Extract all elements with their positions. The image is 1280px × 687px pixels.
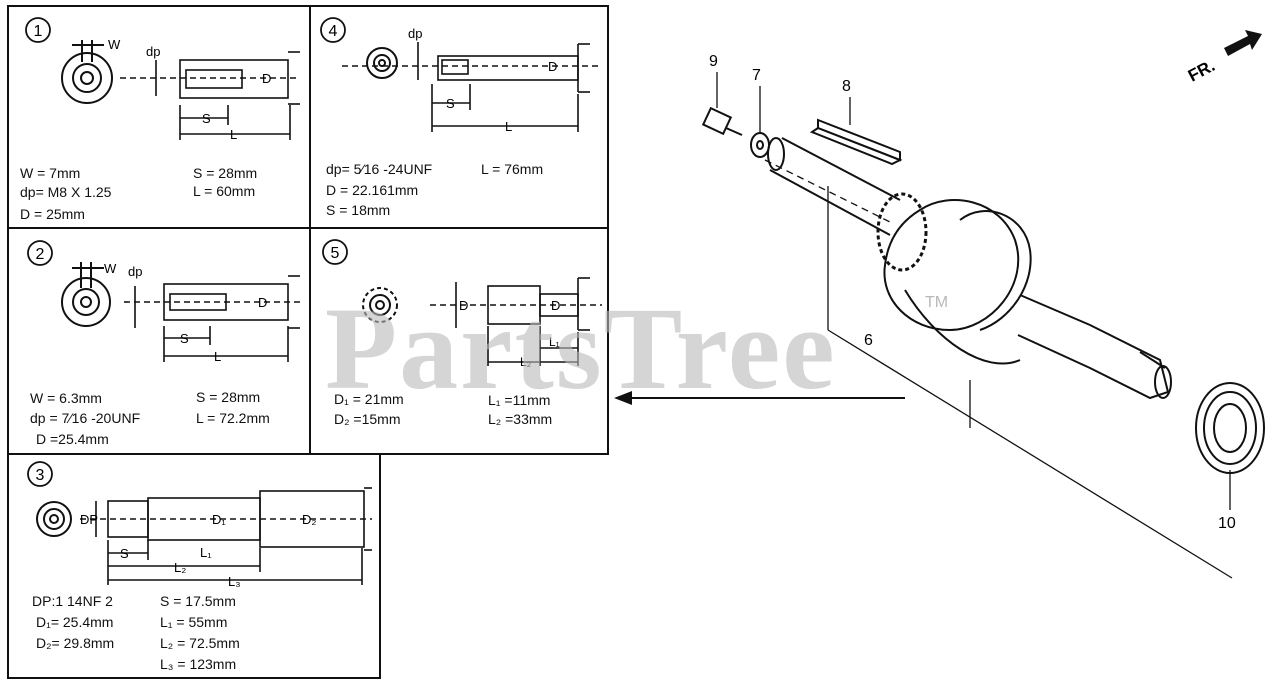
panel-1-d-label: D <box>262 71 271 86</box>
panel-5: 5 D D L₁ L₂ <box>322 239 602 369</box>
panel-3-d1-label: D₁ <box>212 512 226 527</box>
panel-3: 3 DP D₁ D₂ S L₁ L₂ L₃ <box>27 461 372 589</box>
panel-5-l1-label: L₁ <box>549 335 560 349</box>
panel-4-spec-s: S = 18mm <box>326 202 391 218</box>
panel-4-d-label: D <box>548 59 557 74</box>
panel-2-d-label: D <box>258 295 267 310</box>
pointer-arrow <box>614 391 905 405</box>
panel-1-badge: 1 <box>25 17 51 43</box>
callout-8: 8 <box>842 78 851 95</box>
front-direction-arrow: FR. <box>1185 30 1262 86</box>
panel-5-d1-label: D <box>459 298 468 313</box>
panel-5-shaft-side-view <box>430 277 602 366</box>
svg-text:3: 3 <box>36 467 45 484</box>
panel-4-badge: 4 <box>320 17 346 43</box>
panel-2-s-label: S <box>180 331 189 346</box>
panel-2-spec-dp: dp = 7⁄16 -20UNF <box>30 410 141 426</box>
panel-2-spec-l: L = 72.2mm <box>196 410 270 426</box>
panel-4-spec-dp: dp= 5⁄16 -24UNF <box>326 161 433 177</box>
callout-10: 10 <box>1218 515 1236 532</box>
svg-text:PartsTree: PartsTree <box>325 283 837 414</box>
panel-2-shaft-end-view <box>61 262 111 327</box>
panel-5-spec-l1: L₁ =11mm <box>488 392 551 408</box>
panel-2-spec-w: W = 6.3mm <box>30 390 102 406</box>
panel-3-l2-label: L₂ <box>174 560 186 575</box>
panel-1-spec-s: S = 28mm <box>193 165 258 181</box>
svg-text:4: 4 <box>329 23 338 40</box>
svg-text:1: 1 <box>34 23 43 40</box>
panel-2-spec-d: D =25.4mm <box>36 431 109 447</box>
svg-text:TM: TM <box>925 294 948 311</box>
panel-3-badge: 3 <box>27 461 53 487</box>
panel-1-s-label: S <box>202 111 211 126</box>
panel-3-shaft-end-view <box>36 501 72 537</box>
panel-5-spec-d2: D₂ =15mm <box>334 411 401 427</box>
panel-3-spec-s: S = 17.5mm <box>160 593 236 609</box>
panel-4-spec-l: L = 76mm <box>481 161 544 177</box>
panel-5-d2-label: D <box>551 298 560 313</box>
panel-4-shaft-side-view <box>342 42 600 132</box>
svg-text:5: 5 <box>331 245 340 262</box>
panel-1-shaft-side-view <box>120 51 300 140</box>
panel-4-s-label: S <box>446 96 455 111</box>
callout-6: 6 <box>864 332 873 349</box>
panel-3-spec-l1: L₁ = 55mm <box>160 614 228 630</box>
panel-2: 2 W dp S L D <box>27 240 302 364</box>
panel-5-spline-end-view <box>362 287 398 323</box>
panel-1-w-label: W <box>108 37 121 52</box>
panel-2-spec-s: S = 28mm <box>196 389 261 405</box>
panel-1-l-label: L <box>230 127 237 142</box>
panel-3-spec-l3: L₃ = 123mm <box>160 656 237 672</box>
panel-3-spec-d2: D₂= 29.8mm <box>36 635 115 651</box>
panel-3-dp-label: DP <box>80 512 98 527</box>
part-callouts: 9 7 8 6 10 <box>709 53 1236 532</box>
partstree-watermark: PartsTree TM <box>325 283 948 414</box>
callout-9: 9 <box>709 53 718 70</box>
panel-5-badge: 5 <box>322 239 348 265</box>
panel-5-spec-d1: D₁ = 21mm <box>334 391 404 407</box>
panel-1-spec-d: D = 25mm <box>20 206 85 222</box>
panel-1-spec-l: L = 60mm <box>193 183 256 199</box>
panel-4-spec-d: D = 22.161mm <box>326 182 419 198</box>
panel-2-badge: 2 <box>27 240 53 266</box>
panel-3-spec-d1: D₁= 25.4mm <box>36 614 114 630</box>
panel-4-dp-label: dp <box>408 26 422 41</box>
svg-text:2: 2 <box>36 246 45 263</box>
panel-1-spec-w: W = 7mm <box>20 165 81 181</box>
panel-2-w-label: W <box>104 261 117 276</box>
callout-7: 7 <box>752 67 761 84</box>
panel-3-l3-label: L₃ <box>228 574 241 589</box>
panel-1: 1 W dp S L D <box>25 17 300 142</box>
panel-3-s-label: S <box>120 546 129 561</box>
panel-4: 4 dp S L D <box>320 17 600 134</box>
panel-2-dp-label: dp <box>128 264 142 279</box>
panel-1-shaft-end-view <box>61 40 113 104</box>
panel-5-l2-label: L₂ <box>520 355 532 369</box>
panel-4-shaft-end-view <box>366 47 398 79</box>
panel-3-d2-label: D₂ <box>302 512 316 527</box>
panel-3-l1-label: L₁ <box>200 545 212 560</box>
panel-1-spec-dp: dp= M8 X 1.25 <box>20 184 112 200</box>
svg-text:FR.: FR. <box>1185 56 1218 86</box>
panel-4-l-label: L <box>505 119 512 134</box>
panel-3-shaft-side-view <box>80 487 372 585</box>
panel-3-spec-dp: DP:1 14NF 2 <box>32 593 113 609</box>
crankshaft-assembly <box>701 106 1265 579</box>
panel-5-spec-l2: L₂ =33mm <box>488 411 553 427</box>
panel-2-shaft-side-view <box>124 275 302 362</box>
panel-2-l-label: L <box>214 349 221 364</box>
panel-3-spec-l2: L₂ = 72.5mm <box>160 635 240 651</box>
panel-frames <box>7 5 609 679</box>
panel-1-dp-label: dp <box>146 44 160 59</box>
